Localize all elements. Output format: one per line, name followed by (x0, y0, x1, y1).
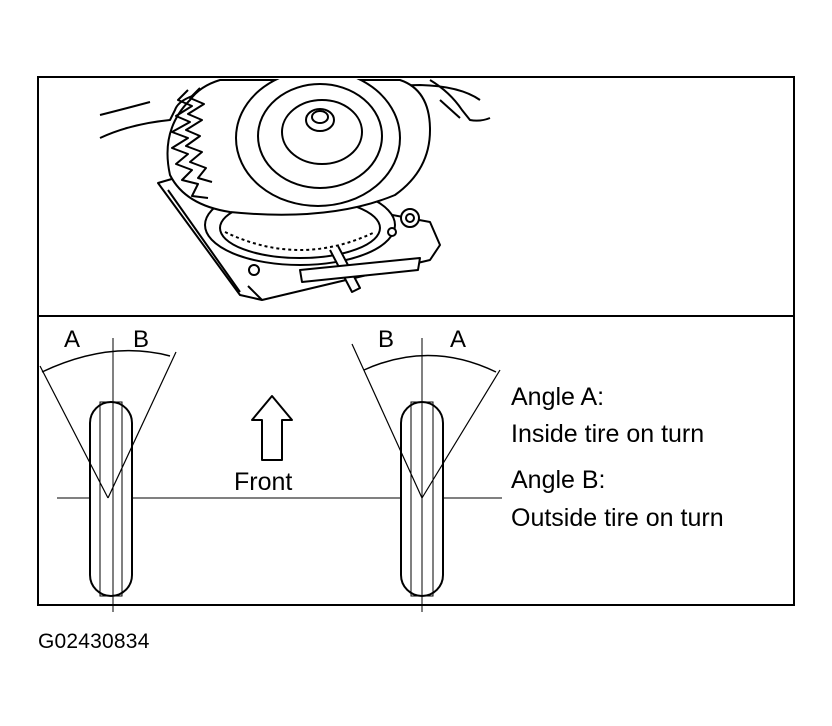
figure-id: G02430834 (38, 630, 150, 653)
outer-frame (37, 76, 795, 606)
right-angle-a-label: A (450, 326, 466, 353)
right-angle-arc (363, 354, 497, 373)
legend-angle-b-title: Angle B: (511, 466, 606, 494)
left-wheel-diagram (39, 338, 177, 612)
left-angle-arc (41, 349, 171, 373)
legend-angle-a-desc: Inside tire on turn (511, 420, 704, 448)
left-angle-a-label: A (64, 326, 80, 353)
right-wheel-diagram (351, 338, 501, 612)
legend-angle-a-title: Angle A: (511, 383, 604, 411)
left-tire (89, 401, 133, 597)
up-arrow-icon (251, 395, 293, 461)
left-angle-b-label: B (133, 326, 149, 353)
legend-angle-b-desc: Outside tire on turn (511, 504, 724, 532)
right-angle-b-label: B (378, 326, 394, 353)
front-label: Front (234, 468, 292, 496)
wheel-turntable-illustration (99, 79, 491, 301)
